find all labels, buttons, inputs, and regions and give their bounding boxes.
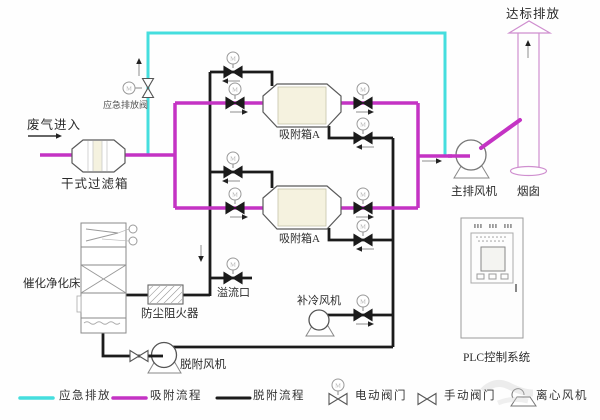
electric-valve-icon (353, 201, 373, 215)
electric-valve-icon (353, 308, 373, 322)
valve-motor-icon (228, 187, 242, 201)
electric-valve-icon (223, 165, 243, 179)
waste-gas-inlet-label: 废气进入 (27, 118, 82, 132)
electric-valve-icon (223, 65, 243, 79)
electric-valve-icon (223, 271, 243, 285)
svg-text:M: M (232, 192, 238, 199)
desorption-fan-label: 脱附风机 (180, 359, 226, 371)
flow-arrow-icon (242, 214, 248, 220)
catalytic-bed (76, 222, 138, 334)
legend-adsorption-label: 吸附流程 (150, 390, 202, 402)
bed-sensor-icon (128, 224, 138, 234)
flow-arrow-icon (368, 109, 374, 115)
main-exhaust-fan (453, 139, 490, 179)
flow-arrow-icon (136, 58, 142, 64)
adsorption-box-1 (262, 83, 342, 128)
svg-text:M: M (230, 262, 236, 269)
catalytic-bed-label: 催化净化床 (23, 278, 81, 290)
flow-arrow-icon (368, 321, 374, 327)
electric-valve-icon (225, 201, 245, 215)
flow-arrow-icon (242, 109, 248, 115)
valve-motor-icon (228, 82, 242, 96)
flame-arrester-label: 防尘阻火器 (141, 308, 199, 320)
legend-electric-valve-label: 电动阀门 (355, 390, 407, 402)
plc-cabinet (460, 217, 524, 339)
dry-filter-box (71, 139, 126, 173)
desorption-fan (147, 341, 182, 374)
svg-text:M: M (360, 224, 366, 231)
flow-arrow-icon (525, 40, 531, 46)
adsorption-box-2-label: 吸附箱A (279, 233, 320, 245)
plc-indicator-leds (474, 224, 512, 228)
adsorption-box-1-label: 吸附箱A (279, 129, 320, 141)
manual-valve-icon (129, 349, 149, 363)
flow-arrow-icon (436, 158, 442, 164)
chimney (506, 20, 553, 177)
flow-arrow-icon (356, 246, 362, 252)
emergency-valve-label: 应急排放阀 (103, 100, 149, 110)
watermark (480, 379, 534, 406)
electric-valve-icon (328, 392, 348, 406)
adsorption-box-2 (262, 185, 342, 230)
plc-label: PLC控制系统 (463, 352, 531, 364)
compliant-discharge-label: 达标排放 (506, 7, 561, 21)
flow-arrow-icon (222, 78, 228, 84)
cooling-fan-label: 补冷风机 (297, 295, 341, 307)
plc-buttons (476, 273, 509, 280)
cooling-makeup-fan (305, 309, 335, 337)
valve-motor-icon (226, 151, 240, 165)
legend-centrifugal-fan-label: 离心风机 (536, 390, 588, 402)
electric-valve-icon (353, 233, 373, 247)
dry-filter-label: 干式过滤箱 (61, 177, 129, 191)
svg-text:M: M (360, 192, 366, 199)
valve-motor-icon (122, 81, 136, 95)
svg-text:M: M (232, 87, 238, 94)
svg-text:M: M (335, 383, 341, 390)
chimney-label: 烟囱 (517, 186, 540, 198)
flow-arrow-icon (56, 133, 62, 139)
centrifugal-fan-icon (510, 388, 537, 407)
main-fan-label: 主排风机 (451, 186, 497, 198)
flame-arrester (147, 284, 184, 305)
valve-motor-icon (226, 257, 240, 271)
bed-sensor-icon (128, 236, 138, 246)
emergency-discharge-valve: M (122, 77, 155, 99)
valve-motor-icon (356, 294, 370, 308)
svg-text:M: M (230, 56, 236, 63)
svg-text:M: M (360, 122, 366, 129)
valve-motor-icon (226, 51, 240, 65)
pipe-overlays (148, 118, 522, 358)
valve-motor-icon (356, 82, 370, 96)
flow-arrow-icon (222, 178, 228, 184)
svg-text:M: M (360, 87, 366, 94)
legend-manual-valve-label: 手动阀门 (444, 390, 496, 402)
manual-valve-icon (417, 392, 437, 406)
legend-emergency-label: 应急排放 (59, 390, 111, 402)
svg-text:M: M (126, 86, 132, 93)
electric-valve-icon (225, 96, 245, 110)
svg-text:M: M (230, 156, 236, 163)
valve-and-arrow-symbols: M M M M M M M M M M M (28, 40, 531, 406)
valve-motor-icon (356, 117, 370, 131)
valve-motor-icon (356, 187, 370, 201)
plc-dot-rows (476, 236, 506, 242)
svg-text:M: M (360, 299, 366, 306)
legend-desorption-label: 脱附流程 (253, 390, 305, 402)
overflow-port-label: 溢流口 (217, 287, 250, 299)
valve-motor-icon (331, 378, 345, 392)
electric-valve-icon (353, 131, 373, 145)
plc-screen (480, 246, 506, 272)
flow-arrow-icon (368, 214, 374, 220)
electric-valve-icon (353, 96, 373, 110)
flow-arrow-icon (356, 144, 362, 150)
flow-arrow-icon (198, 256, 204, 262)
valve-motor-icon (356, 219, 370, 233)
